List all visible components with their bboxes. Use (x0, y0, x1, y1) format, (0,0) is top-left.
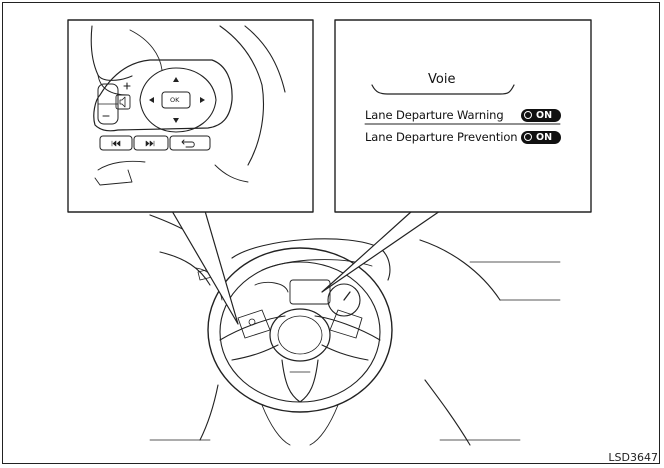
cluster-hood (231, 238, 391, 281)
steering-hub (269, 308, 331, 362)
lane-departure-prevention-toggle[interactable]: ON (521, 131, 561, 144)
cluster-display (289, 279, 331, 305)
figure-code: LSD3647 (608, 451, 658, 464)
toggle-state: ON (536, 132, 553, 143)
ok-button-label: OK (170, 96, 180, 104)
lane-departure-prevention-label: Lane Departure Prevention (365, 130, 518, 144)
title-bracket (371, 84, 515, 95)
screen-title: Voie (428, 72, 456, 87)
toggle-state: ON (536, 110, 553, 121)
steering-wheel-rim (207, 247, 393, 413)
toggle-knob-icon (524, 133, 532, 141)
lane-departure-warning-toggle[interactable]: ON (521, 109, 561, 122)
switch-closeup-art (90, 25, 286, 186)
left-spoke-switches (237, 309, 271, 339)
gauge (327, 283, 361, 317)
figure-frame (2, 2, 660, 464)
right-callout-pointer (321, 210, 441, 293)
lane-departure-warning-label: Lane Departure Warning (365, 108, 504, 122)
toggle-knob-icon (524, 111, 532, 119)
left-callout-pointer (171, 210, 239, 325)
